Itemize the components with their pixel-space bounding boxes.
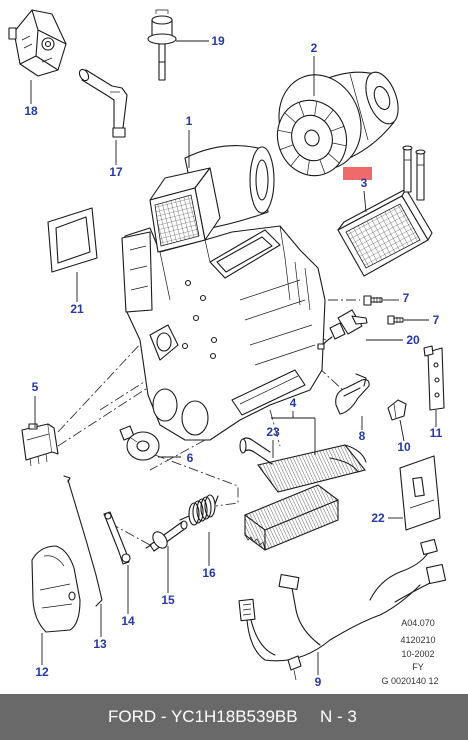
leader-10 xyxy=(399,419,405,442)
callout-7a: 7 xyxy=(403,291,410,305)
callout-17: 17 xyxy=(109,165,123,179)
part-7-screw-a xyxy=(363,295,383,306)
callout-1: 1 xyxy=(186,114,193,128)
part-18 xyxy=(8,9,67,77)
footer-part-number: FORD - YC1H18B539BB xyxy=(108,707,298,726)
part-4-heater-core xyxy=(239,437,367,551)
reference-line-5: G 0020140 12 xyxy=(381,676,438,686)
callout-21: 21 xyxy=(70,302,84,316)
part-10 xyxy=(387,399,407,421)
callouts: 19 2 18 1 17 3 7 7 21 20 5 4 23 8 10 11 … xyxy=(24,34,442,689)
callout-23: 23 xyxy=(266,425,280,439)
callout-13: 13 xyxy=(93,637,107,651)
callout-3: 3 xyxy=(361,176,368,190)
reference-line-3: 10-2002 xyxy=(401,649,434,659)
callout-22: 22 xyxy=(371,511,385,525)
reference-line-4: FY xyxy=(412,662,424,672)
part-3-evaporator xyxy=(337,145,433,277)
part-11-bracket xyxy=(423,345,445,411)
callout-16: 16 xyxy=(202,566,216,580)
part-5-switch xyxy=(21,423,59,467)
part-14-lever xyxy=(103,511,131,565)
part-19 xyxy=(147,9,177,81)
callout-12: 12 xyxy=(35,665,49,679)
callout-9: 9 xyxy=(315,675,322,689)
callout-8: 8 xyxy=(359,429,366,443)
callout-15: 15 xyxy=(161,593,175,607)
leader-3 xyxy=(363,190,367,213)
part-6 xyxy=(119,425,160,461)
highlight-marker xyxy=(343,167,372,180)
part-13-rod xyxy=(63,475,103,607)
reference-block: A04.070 4120210 10-2002 FY G 0020140 12 xyxy=(381,618,438,686)
part-17 xyxy=(78,68,128,138)
callout-11: 11 xyxy=(430,426,443,440)
callout-19: 19 xyxy=(211,34,225,48)
reference-line-1: A04.070 xyxy=(401,618,435,628)
callout-5: 5 xyxy=(32,380,39,394)
part-1-housing xyxy=(121,145,326,441)
part-20-sensor xyxy=(317,309,368,350)
part-2-blower xyxy=(276,71,399,177)
reference-line-2: 4120210 xyxy=(400,635,435,645)
leader-lines xyxy=(30,40,437,675)
footer-bar: FORD - YC1H18B539BB N - 3 xyxy=(0,694,468,740)
part-7-screw-b xyxy=(387,315,404,325)
footer-page: N - 3 xyxy=(320,707,357,726)
part-15-shaft xyxy=(145,520,188,552)
part-12-cover xyxy=(31,545,81,633)
callout-20: 20 xyxy=(406,333,420,347)
callout-7b: 7 xyxy=(433,313,440,327)
callout-6: 6 xyxy=(187,451,194,465)
callout-18: 18 xyxy=(24,104,38,118)
part-9-harness xyxy=(238,538,447,681)
callout-10: 10 xyxy=(397,440,411,454)
callout-14: 14 xyxy=(121,614,135,628)
part-8-clip xyxy=(335,373,370,415)
callout-2: 2 xyxy=(311,41,318,55)
part-16-spring xyxy=(179,494,219,526)
leader-4 xyxy=(271,411,316,455)
part-22-panel xyxy=(399,455,441,531)
callout-4: 4 xyxy=(290,396,297,410)
part-21-gasket xyxy=(47,207,98,273)
